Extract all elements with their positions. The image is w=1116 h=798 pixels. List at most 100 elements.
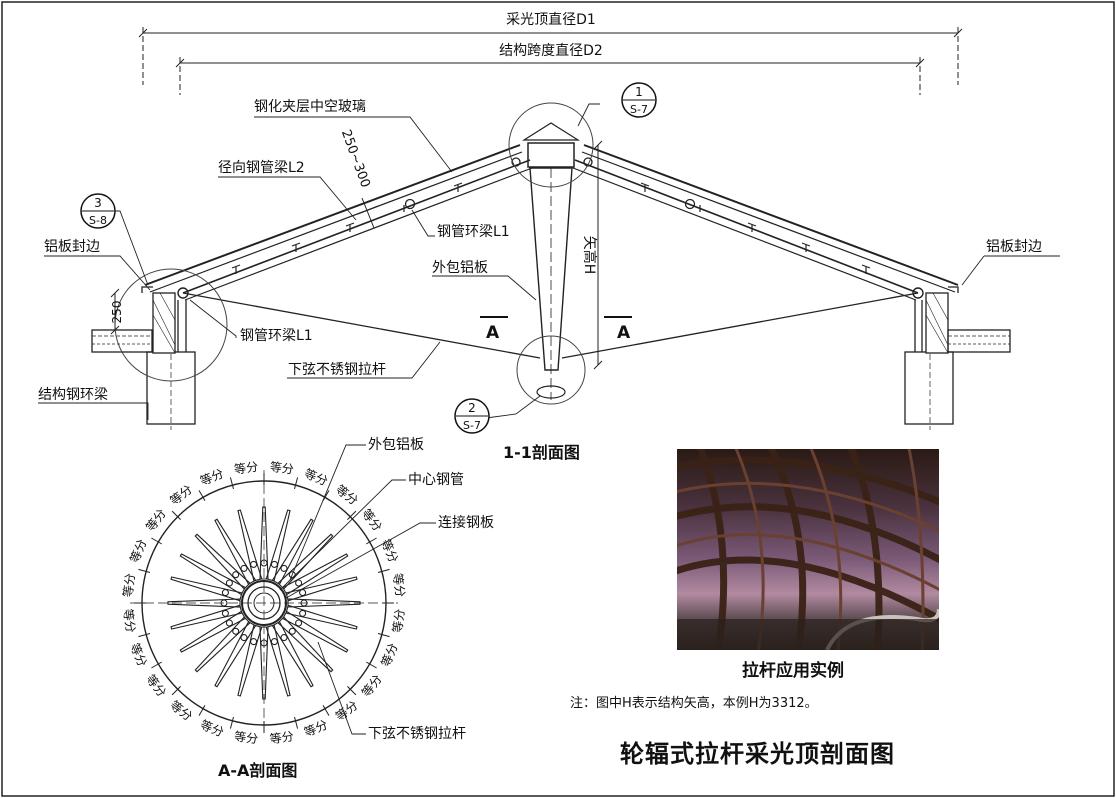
thickness-dimension — [357, 197, 379, 229]
aa-equal-label: 等分 — [143, 672, 169, 700]
roof-structure — [144, 122, 959, 400]
rise-dimension — [593, 140, 603, 370]
aa-equal-label: 等分 — [127, 641, 149, 669]
section-a-right: A — [617, 323, 631, 343]
edge-height-dimension — [110, 288, 120, 335]
aa-spoke — [194, 616, 251, 673]
aa-spoke — [285, 576, 358, 602]
aa-spoke — [237, 509, 263, 582]
aa-equal-label: 等分 — [390, 572, 407, 598]
detail-ref-2-sheet: S-7 — [463, 419, 481, 432]
aa-label-cladding: 外包铝板 — [368, 437, 424, 453]
aa-spoke-node — [221, 589, 229, 597]
aa-equal-label: 等分 — [233, 460, 259, 477]
aa-leader-lines — [279, 444, 436, 735]
aa-spoke-node — [240, 634, 248, 642]
section-a-left: A — [486, 323, 500, 343]
label-glass: 钢化夹层中空玻璃 — [254, 98, 366, 115]
aa-spoke — [282, 553, 349, 596]
aa-spoke — [179, 610, 246, 653]
aa-spoke — [271, 518, 314, 585]
dimension-d1-label: 采光顶直径D1 — [506, 11, 596, 28]
aa-spoke-node — [260, 559, 268, 567]
aa-spoke-node — [300, 599, 308, 607]
aa-spoke — [237, 624, 263, 697]
label-steel-ring-beam: 结构钢环梁 — [38, 387, 108, 403]
detail-ref-3-sheet: S-8 — [89, 214, 107, 227]
aa-boundary-tick — [294, 716, 299, 729]
aa-equal-label: 等分 — [379, 537, 401, 565]
aa-spoke — [179, 553, 246, 596]
right-edge-support — [904, 286, 1011, 430]
aa-boundary-tick — [347, 686, 357, 696]
aa-label-center-tube: 中心钢管 — [408, 472, 464, 488]
thickness-label: 250~300 — [338, 128, 373, 190]
label-ring-beam-upper: 钢管环梁L1 — [437, 224, 510, 240]
tie-rod-photo — [677, 449, 939, 650]
detail-ref-1: 1 S-7 — [621, 82, 657, 118]
label-tie-rod: 下弦不锈钢拉杆 — [288, 362, 386, 378]
aa-spoke-node — [295, 579, 303, 587]
aa-spoke — [265, 509, 291, 582]
aa-spoke — [277, 616, 334, 673]
aa-spoke — [265, 624, 291, 697]
aa-equal-label: 等分 — [198, 466, 226, 488]
aa-spoke-node — [250, 638, 258, 646]
aa-boundary-tick — [347, 510, 357, 520]
aa-boundary-tick — [229, 477, 234, 490]
aa-equal-label: 等分 — [379, 641, 401, 669]
aa-boundary-tick — [151, 537, 163, 545]
label-alu-cladding: 外包铝板 — [432, 260, 488, 276]
aa-spoke-node — [260, 639, 268, 647]
aa-equal-label: 等分 — [121, 608, 138, 634]
aa-equal-label: 等分 — [359, 672, 385, 700]
aa-equal-label: 等分 — [302, 466, 330, 488]
aa-equal-label: 等分 — [233, 729, 259, 746]
drawing-main-title: 轮辐式拉杆采光顶剖面图 — [620, 740, 895, 768]
aa-boundary-tick — [198, 704, 206, 716]
leader-lines — [38, 103, 1060, 420]
aa-equal-label: 等分 — [269, 729, 295, 746]
drawing-note: 注：图中H表示结构矢高，本例H为3312。 — [570, 696, 818, 711]
aa-spoke-node — [225, 579, 233, 587]
aa-spoke — [170, 576, 243, 602]
aa-equal-label: 等分 — [359, 506, 385, 534]
dimension-d2 — [175, 57, 925, 95]
aa-equal-label: 等分 — [198, 718, 226, 740]
aa-equal-label: 等分 — [167, 482, 195, 508]
aa-spoke — [170, 604, 243, 630]
detail-ref-3-num: 3 — [94, 196, 102, 210]
aa-equal-label: 等分 — [390, 608, 407, 634]
aa-spoke — [285, 604, 358, 630]
aa-spoke-node — [232, 571, 240, 579]
aa-boundary-tick — [138, 568, 151, 573]
photo-illustration — [677, 449, 939, 650]
aa-spoke-node — [299, 589, 307, 597]
photo-caption: 拉杆应用实例 — [742, 661, 844, 681]
aa-spoke-node — [295, 619, 303, 627]
aa-spoke — [271, 621, 314, 688]
aa-spoke-node — [270, 638, 278, 646]
left-edge-support — [91, 286, 196, 430]
aa-spoke-node — [232, 627, 240, 635]
aa-boundary-tick — [138, 633, 151, 638]
rise-label: 矢高H — [581, 236, 598, 275]
aa-boundary-tick — [151, 661, 163, 669]
aa-spoke — [214, 518, 257, 585]
aa-spoke — [259, 626, 269, 700]
detail-ref-2: 2 S-7 — [454, 398, 490, 434]
aa-boundary-tick — [377, 633, 390, 638]
aa-spoke-node — [288, 627, 296, 635]
label-radial-beam: 径向钢管梁L2 — [218, 160, 305, 176]
aa-spoke — [214, 621, 257, 688]
aa-label-plate: 连接钢板 — [438, 514, 494, 531]
aa-boundary-tick — [229, 716, 234, 729]
aa-boundary-tick — [322, 704, 330, 716]
aa-spoke-node — [220, 599, 228, 607]
aa-equal-label: 等分 — [127, 537, 149, 565]
aa-spoke-node — [225, 619, 233, 627]
dimension-d1 — [138, 27, 963, 85]
aa-spoke-node — [280, 564, 288, 572]
